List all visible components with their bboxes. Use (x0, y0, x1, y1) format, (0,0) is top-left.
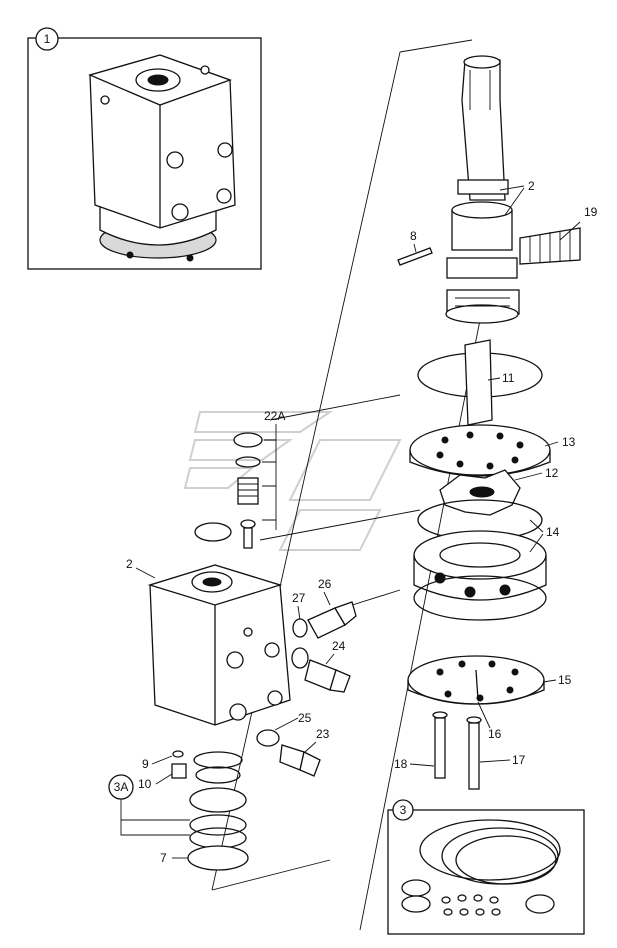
frame-unit-1: 1 (27, 27, 262, 270)
part-15-end-cover: 15 16 (407, 655, 572, 741)
part-11-drive-shaft: 11 (417, 339, 543, 426)
callout-8: 8 (410, 229, 417, 243)
part-2-housing: 2 (126, 557, 291, 726)
fitting-26-27: 26 27 (292, 577, 357, 639)
callout-17: 17 (512, 753, 526, 767)
callout-18: 18 (394, 757, 408, 771)
part-19-springs: 19 (519, 205, 598, 265)
callout-circle-3 (392, 799, 414, 821)
callout-3: 3 (400, 803, 407, 817)
part-12-gear-rotor: 12 (439, 466, 559, 516)
callout-16: 16 (488, 727, 502, 741)
steering-unit-assembled (88, 54, 236, 262)
callout-13: 13 (562, 435, 576, 449)
callout-circle-1 (35, 27, 59, 51)
callout-25: 25 (298, 711, 312, 725)
callout-15: 15 (558, 673, 572, 687)
callout-23: 23 (316, 727, 330, 741)
spool-sleeve-group: 2 (445, 55, 535, 324)
relief-valve-22a: 22A (194, 409, 285, 549)
part-14-stator-orings: 14 (413, 499, 560, 621)
callout-2-lower: 2 (126, 557, 133, 571)
part-8-pin: 8 (397, 229, 433, 266)
callout-10: 10 (138, 777, 152, 791)
callout-22a: 22A (264, 409, 285, 423)
callout-26: 26 (318, 577, 332, 591)
fitting-24: 24 (291, 639, 351, 693)
callout-14: 14 (546, 525, 560, 539)
callout-3a: 3A (114, 780, 129, 794)
callout-27: 27 (292, 591, 306, 605)
callout-12: 12 (545, 466, 559, 480)
callout-7: 7 (160, 851, 167, 865)
callout-19: 19 (584, 205, 598, 219)
lower-stack: 9 10 3A 7 (108, 750, 249, 871)
callout-24: 24 (332, 639, 346, 653)
frame-seal-kit-3: 3 (387, 799, 585, 935)
callout-2-upper: 2 (528, 179, 535, 193)
callout-1: 1 (44, 32, 51, 46)
callout-9: 9 (142, 757, 149, 771)
fitting-23-25: 25 23 (256, 711, 330, 777)
bolts-17-18: 18 17 (394, 711, 526, 790)
callout-11: 11 (502, 371, 515, 385)
part-13-distributor-plate: 13 (409, 424, 576, 477)
